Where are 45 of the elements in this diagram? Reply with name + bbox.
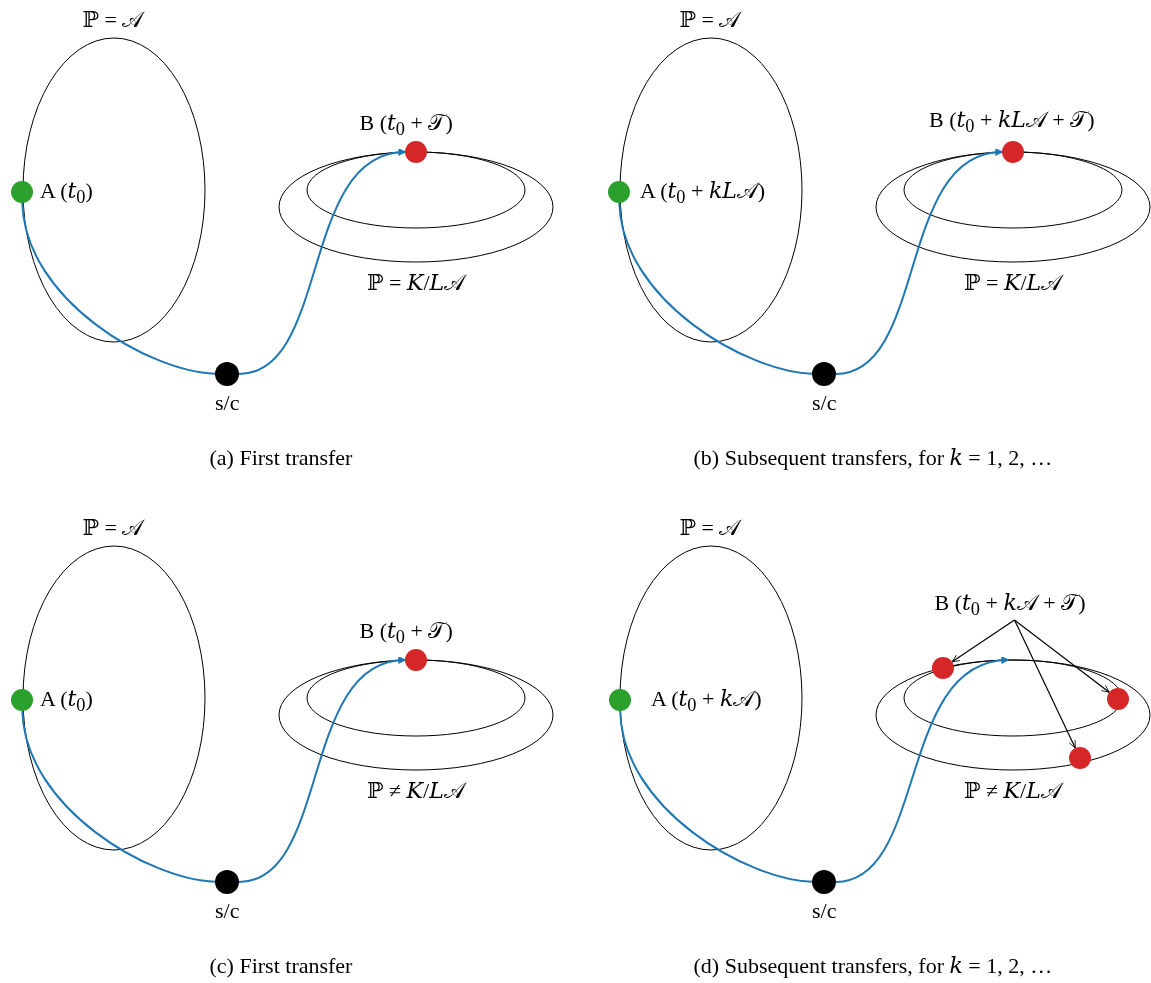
point-marker: [932, 657, 954, 679]
orbit-label: ℙ = 𝒜: [679, 516, 741, 541]
point-marker: [11, 181, 33, 203]
point-marker: [11, 689, 33, 711]
point-marker: [812, 870, 836, 894]
point-label: s/c: [812, 899, 837, 924]
point-marker: [405, 141, 427, 163]
point-label: A (𝑡$_{0}$ + 𝑘𝒜): [651, 686, 762, 716]
point-marker: [608, 181, 630, 203]
orbit-label: ℙ = 𝒜: [82, 8, 144, 33]
trajectory-arrow: [835, 149, 1004, 375]
point-marker: [812, 362, 836, 386]
figure-caption: (b) Subsequent transfers, for 𝑘 = 1, 2, …: [693, 446, 1053, 471]
point-label: A (𝑡$_{0}$): [40, 178, 93, 208]
point-label: B (𝑡$_{0}$ + 𝒯): [359, 110, 453, 140]
leader-line: [951, 619, 1016, 663]
figure-caption: (a) First transfer: [209, 446, 353, 471]
point-label: B (𝑡$_{0}$ + 𝒯): [359, 618, 453, 648]
point-label: s/c: [215, 899, 240, 924]
trajectory-arrow: [238, 149, 407, 375]
point-marker: [405, 649, 427, 671]
point-label: s/c: [812, 391, 837, 416]
figure-caption: (c) First transfer: [209, 954, 353, 979]
point-label: B (𝑡$_{0}$ + 𝑘𝐿𝒜 + 𝒯): [929, 107, 1095, 137]
trajectory-arrow: [238, 657, 407, 883]
leader-line: [1013, 619, 1110, 693]
point-label: B (𝑡$_{0}$ + 𝑘𝒜 + 𝒯): [934, 590, 1086, 620]
orbit-label: ℙ ≠ 𝐾/𝐿𝒜: [367, 779, 465, 804]
trajectory-arrow: [835, 657, 1010, 883]
leader-line: [1013, 619, 1076, 749]
figure-caption: (d) Subsequent transfers, for 𝑘 = 1, 2, …: [693, 954, 1053, 979]
point-marker: [1107, 688, 1129, 710]
point-marker: [215, 362, 239, 386]
orbit-label: ℙ ≠ 𝐾/𝐿𝒜: [964, 779, 1062, 804]
point-label: s/c: [215, 391, 240, 416]
point-marker: [1069, 747, 1091, 769]
orbit-label: ℙ = 𝒜: [82, 516, 144, 541]
point-marker: [1002, 141, 1024, 163]
point-marker: [215, 870, 239, 894]
point-label: A (𝑡$_{0}$): [40, 686, 93, 716]
point-marker: [609, 689, 631, 711]
orbit-label: ℙ = 𝐾/𝐿𝒜: [964, 271, 1063, 296]
orbit-label: ℙ = 𝐾/𝐿𝒜: [367, 271, 466, 296]
orbit-label: ℙ = 𝒜: [679, 8, 741, 33]
point-label: A (𝑡$_{0}$ + 𝑘𝐿𝒜): [640, 178, 766, 208]
